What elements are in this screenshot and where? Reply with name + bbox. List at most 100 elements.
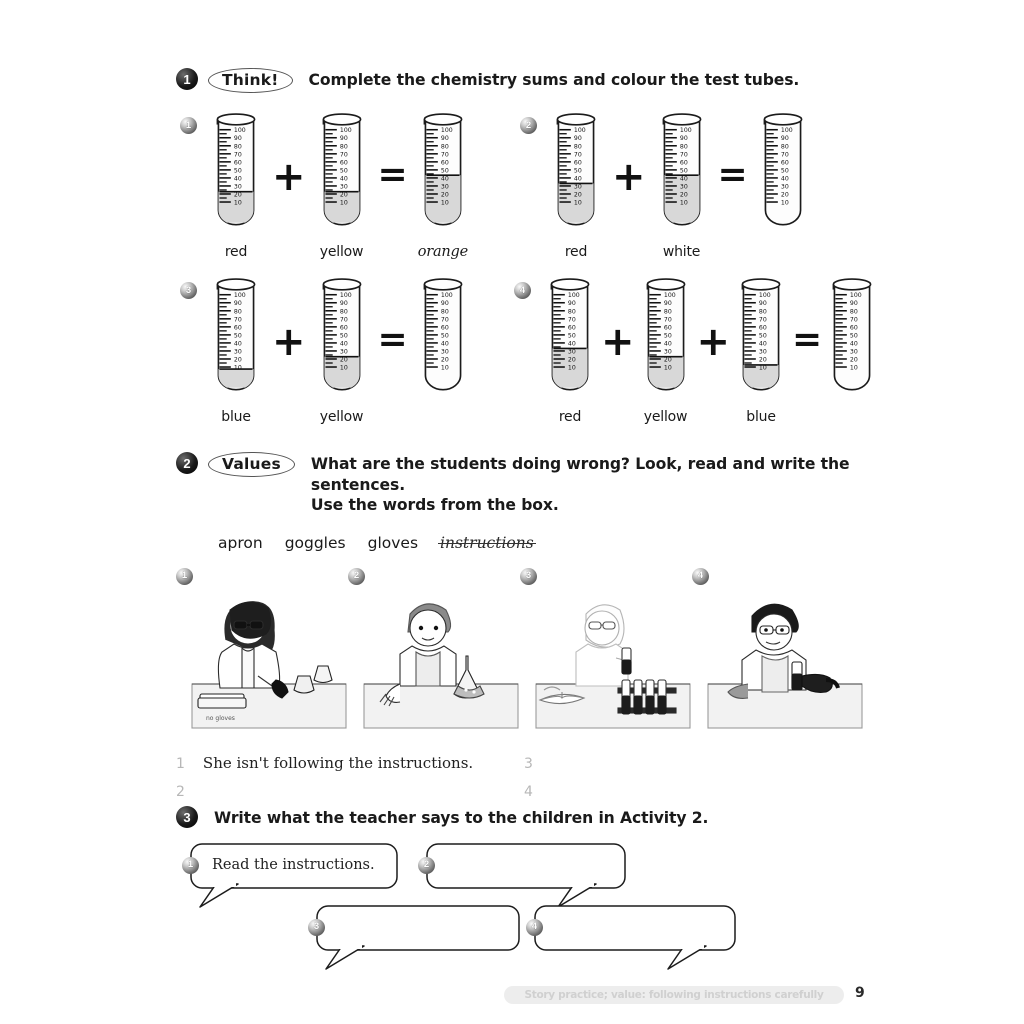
speech-bubble-text[interactable] xyxy=(338,919,343,935)
speech-bubble-text[interactable]: Read the instructions. xyxy=(212,856,375,873)
test-tube-answer-label[interactable] xyxy=(850,409,854,425)
svg-text:60: 60 xyxy=(441,159,449,166)
test-tube-answer-label[interactable] xyxy=(440,409,444,425)
svg-text:100: 100 xyxy=(679,127,691,134)
svg-text:70: 70 xyxy=(663,316,671,323)
plus-sign: + xyxy=(272,154,306,200)
speech-bubble[interactable]: 3 xyxy=(308,904,520,971)
svg-text:50: 50 xyxy=(850,332,858,339)
speech-bubble[interactable]: 1 Read the instructions. xyxy=(182,842,398,909)
word-bank: apron goggles gloves instructions xyxy=(218,534,906,552)
word-bank-word-used[interactable]: instructions xyxy=(438,533,536,552)
svg-text:30: 30 xyxy=(850,348,858,355)
activity-1-tag: Think! xyxy=(208,68,293,93)
svg-text:30: 30 xyxy=(574,183,582,190)
svg-text:40: 40 xyxy=(339,175,347,182)
svg-text:80: 80 xyxy=(234,308,242,315)
svg-text:70: 70 xyxy=(234,316,242,323)
svg-text:90: 90 xyxy=(574,135,582,142)
test-tube-colour-label: blue xyxy=(221,409,251,425)
answer-text[interactable] xyxy=(551,782,556,800)
svg-text:60: 60 xyxy=(574,159,582,166)
test-tube-colour-label: red xyxy=(558,409,582,425)
svg-text:30: 30 xyxy=(679,183,687,190)
speech-bubble-number: 2 xyxy=(418,856,435,874)
equals-sign: = xyxy=(717,154,748,195)
speech-bubble-text[interactable] xyxy=(448,857,453,873)
svg-text:40: 40 xyxy=(441,340,449,347)
panel-number: 3 xyxy=(520,567,537,585)
answer-text[interactable] xyxy=(203,782,208,800)
answer-line[interactable]: 4 xyxy=(524,782,556,800)
svg-text:80: 80 xyxy=(568,308,576,315)
word-bank-word[interactable]: apron xyxy=(218,533,263,552)
svg-text:60: 60 xyxy=(339,159,347,166)
word-bank-word[interactable]: gloves xyxy=(367,533,419,552)
svg-text:30: 30 xyxy=(663,348,671,355)
svg-text:80: 80 xyxy=(759,308,767,315)
svg-text:100: 100 xyxy=(441,292,453,299)
svg-text:70: 70 xyxy=(339,151,347,158)
speech-bubble[interactable]: 2 xyxy=(418,842,626,909)
svg-text:100: 100 xyxy=(234,292,246,299)
panel-illustration xyxy=(535,604,691,729)
footer-band-text: Story practice; value: following instruc… xyxy=(524,989,824,1001)
svg-text:90: 90 xyxy=(850,300,858,307)
sum-item-number: 1 xyxy=(180,117,197,134)
svg-text:80: 80 xyxy=(339,143,347,150)
svg-text:80: 80 xyxy=(850,308,858,315)
test-tube-colour-label: yellow xyxy=(319,244,364,260)
answer-line[interactable]: 3 xyxy=(524,754,556,772)
speech-bubble-text[interactable] xyxy=(556,919,561,935)
panel-art: no gloves xyxy=(190,580,348,732)
svg-text:100: 100 xyxy=(339,292,351,299)
svg-text:60: 60 xyxy=(568,324,576,331)
panel-illustration: no gloves xyxy=(191,600,347,729)
speech-bubble-number: 1 xyxy=(182,856,199,874)
word-bank-word[interactable]: goggles xyxy=(284,533,346,552)
svg-text:50: 50 xyxy=(781,167,789,174)
activity-2-instruction: What are the students doing wrong? Look,… xyxy=(311,454,906,516)
svg-text:90: 90 xyxy=(339,135,347,142)
svg-text:60: 60 xyxy=(850,324,858,331)
svg-text:50: 50 xyxy=(441,332,449,339)
answer-text[interactable]: She isn't following the instructions. xyxy=(202,753,474,772)
answer-text[interactable] xyxy=(551,754,556,772)
svg-text:20: 20 xyxy=(850,356,858,363)
svg-text:60: 60 xyxy=(441,324,449,331)
test-tube-answer-label[interactable]: orange xyxy=(417,244,469,260)
test-tube-answer-label[interactable] xyxy=(780,244,784,260)
speech-bubble[interactable]: 4 xyxy=(526,904,736,971)
svg-text:20: 20 xyxy=(568,356,576,363)
svg-text:10: 10 xyxy=(574,199,582,206)
svg-text:20: 20 xyxy=(339,191,347,198)
test-tube-colour-label: red xyxy=(564,244,588,260)
svg-text:50: 50 xyxy=(574,167,582,174)
answer-line[interactable]: 2 xyxy=(176,782,208,800)
svg-text:10: 10 xyxy=(234,199,242,206)
svg-text:50: 50 xyxy=(663,332,671,339)
svg-text:70: 70 xyxy=(781,151,789,158)
svg-text:50: 50 xyxy=(441,167,449,174)
